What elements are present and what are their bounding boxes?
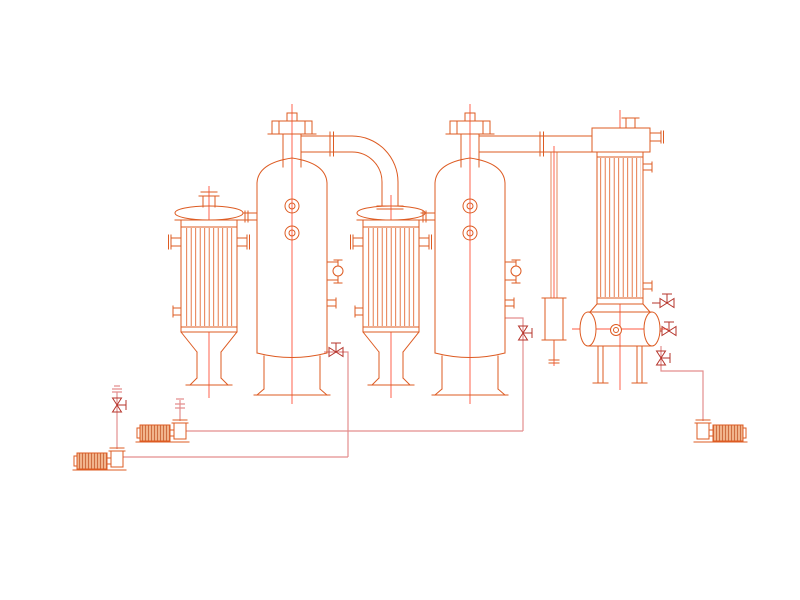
suction-valve	[112, 397, 127, 413]
condensate-receiver	[579, 311, 661, 384]
pump-3	[693, 419, 748, 443]
vent-valve	[659, 293, 675, 308]
separator-2	[420, 112, 522, 396]
pump-2	[135, 419, 190, 443]
heater-1-top-nozzle	[198, 191, 220, 208]
vapor-duct-2	[478, 131, 593, 157]
drain-valve-2	[518, 325, 533, 341]
vapor-duct-1	[300, 131, 404, 210]
condenser	[589, 117, 664, 313]
barometric-leg	[541, 152, 567, 364]
condensate-valve	[656, 350, 671, 366]
process-piping	[112, 317, 704, 458]
drain-valve-1	[328, 342, 344, 357]
valve-group	[112, 293, 677, 413]
separator-1	[242, 112, 344, 396]
pump-1	[72, 447, 127, 471]
